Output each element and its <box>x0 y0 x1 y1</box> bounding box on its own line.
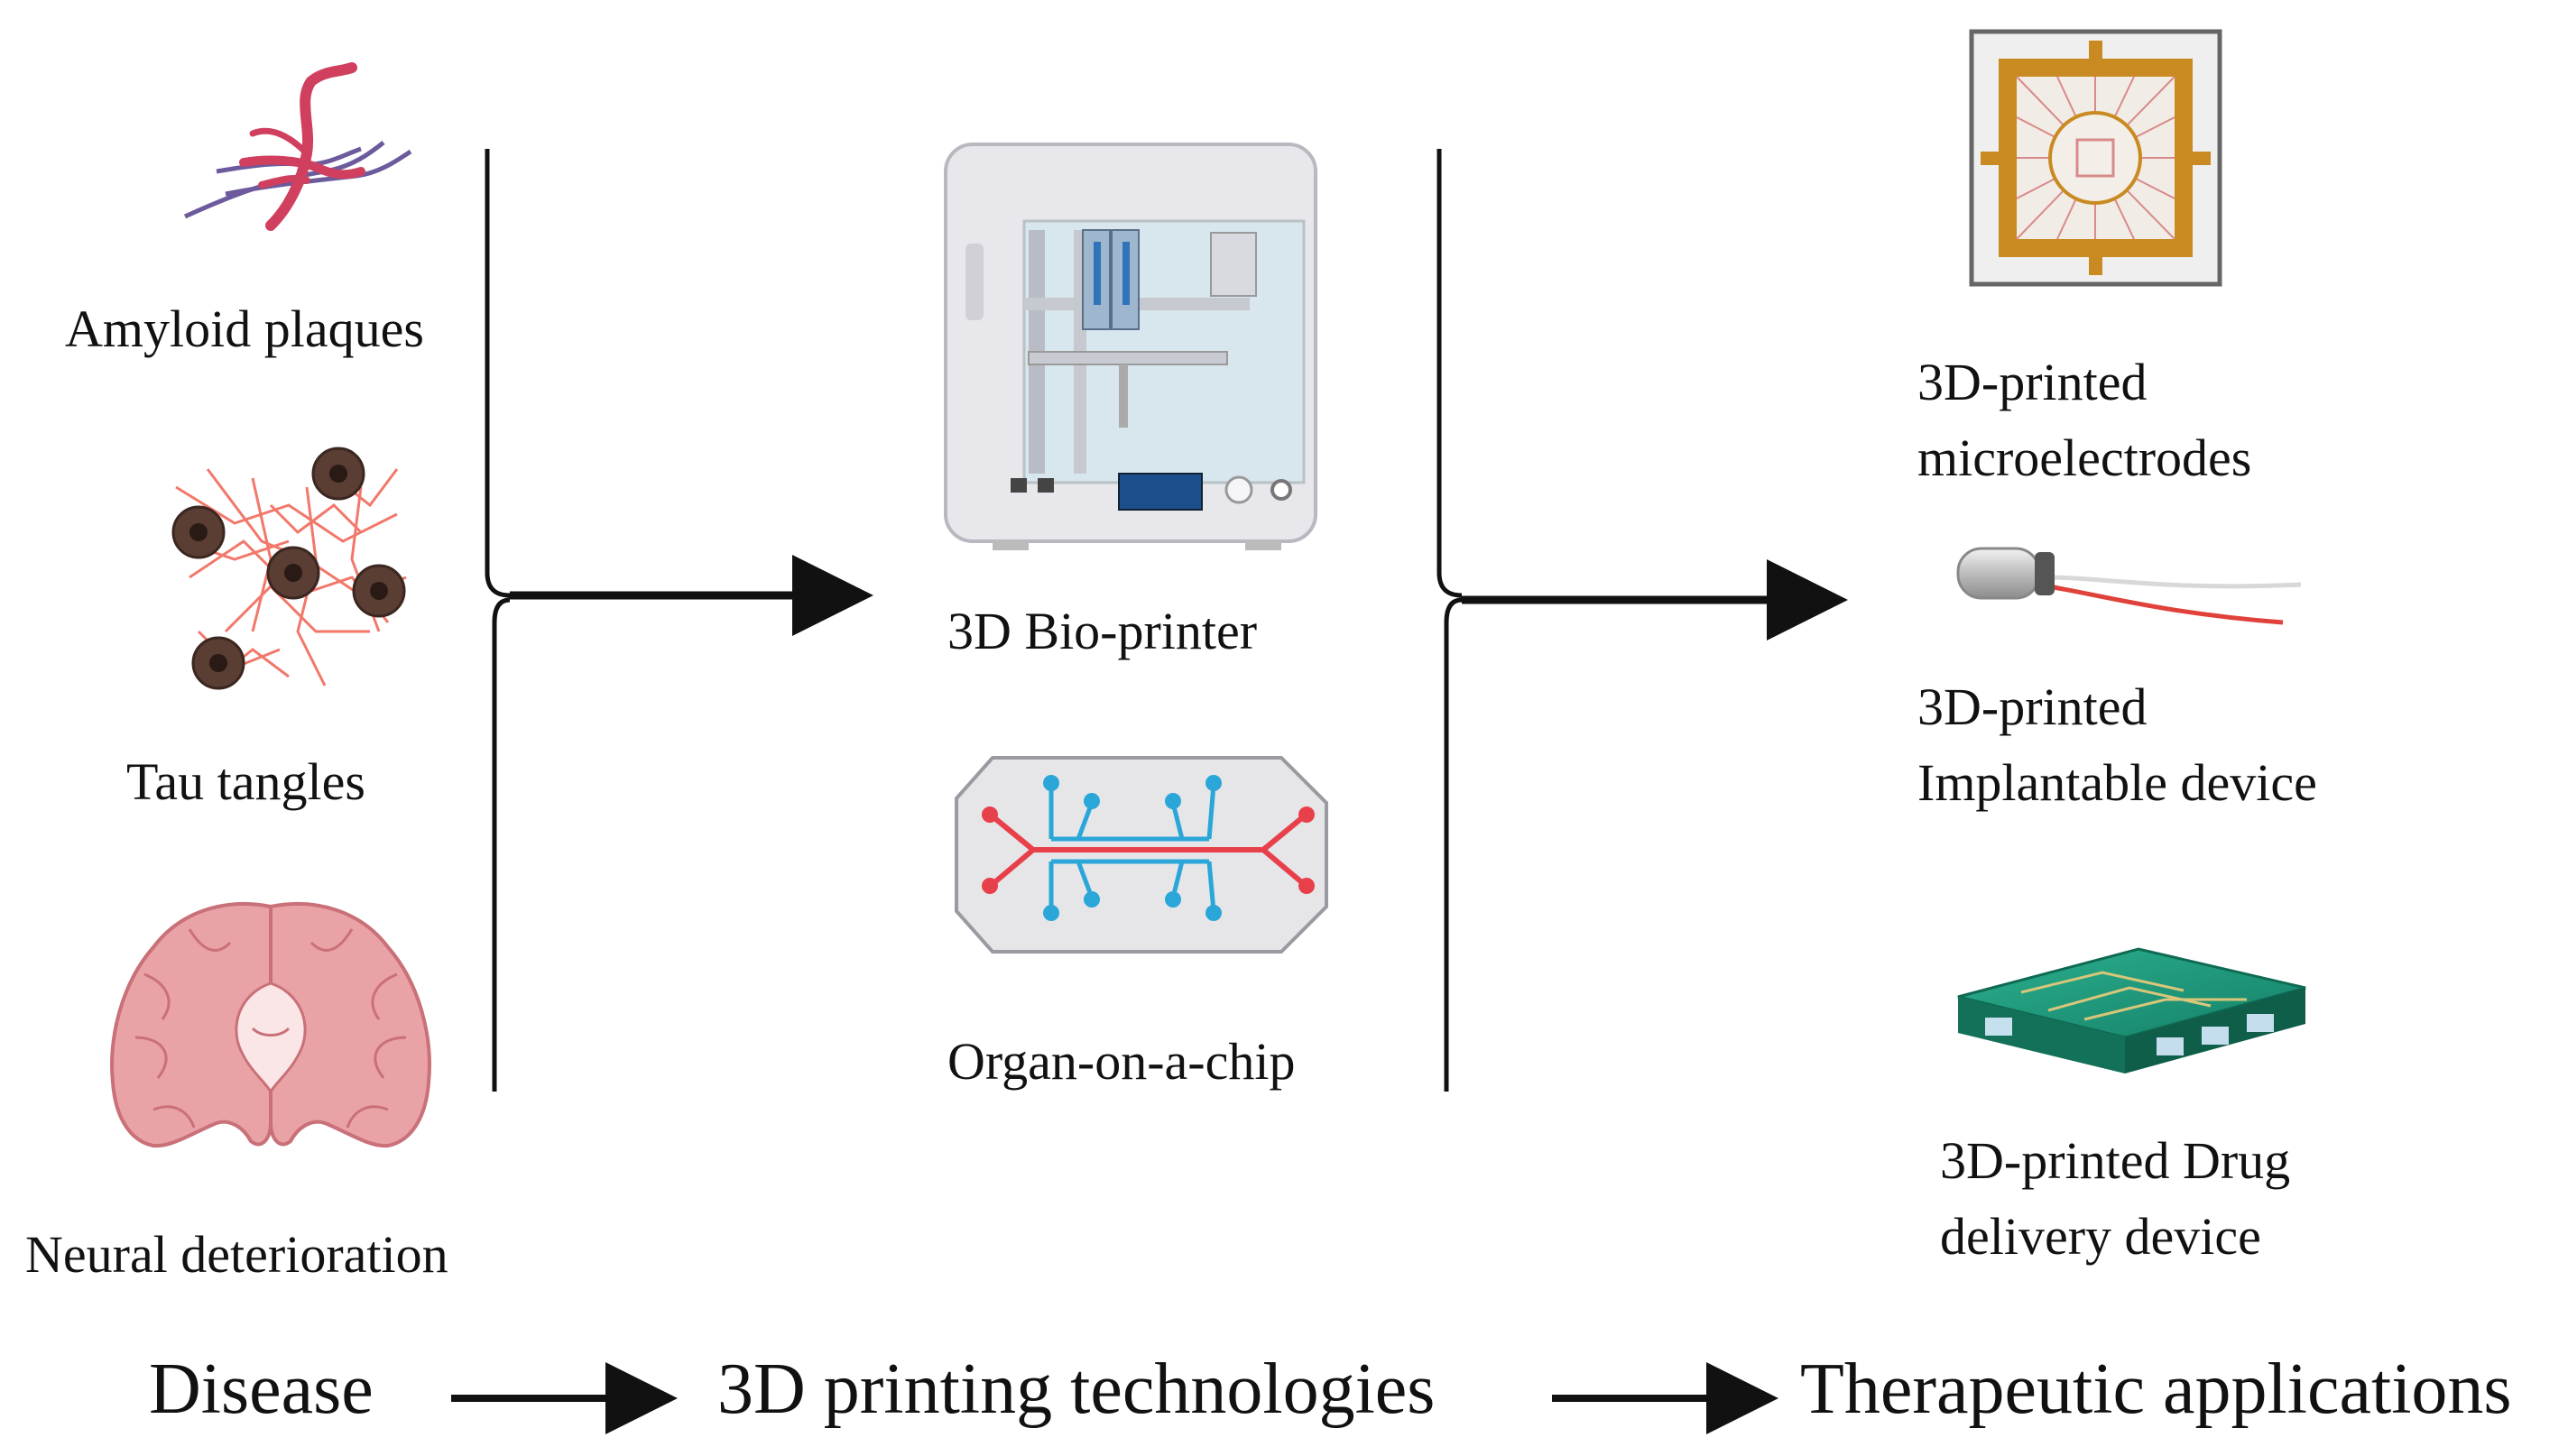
implantable-device-icon <box>1956 547 2302 625</box>
brain-section-icon <box>110 902 431 1148</box>
technologies-bracket <box>1436 149 1848 1092</box>
microelectrodes-label: 3D-printed microelectrodes <box>1917 345 2251 496</box>
drug-line-2: delivery device <box>1940 1207 2261 1267</box>
organ-on-chip-icon <box>955 756 1328 954</box>
amyloid-plaque-icon <box>183 62 412 231</box>
bioprinter-icon <box>944 143 1317 550</box>
bioprinter-label: 3D Bio-printer <box>947 602 1258 660</box>
neural-deterioration-label: Neural deterioration <box>25 1225 448 1284</box>
organ-on-chip-label: Organ-on-a-chip <box>947 1032 1296 1091</box>
footer-technologies: 3D printing technologies <box>717 1350 1436 1429</box>
drug-delivery-device-icon <box>1957 947 2306 1074</box>
implantable-device-label: 3D-printed Implantable device <box>1917 669 2317 821</box>
tau-tangles-label: Tau tangles <box>126 752 365 811</box>
drug-delivery-label: 3D-printed Drug delivery device <box>1940 1123 2290 1275</box>
microelectrode-chip-icon <box>1969 29 2222 287</box>
microelectrodes-line-1: 3D-printed <box>1917 353 2148 411</box>
drug-line-1: 3D-printed Drug <box>1940 1131 2291 1190</box>
amyloid-plaques-label: Amyloid plaques <box>65 299 424 358</box>
tau-tangles-icon <box>171 447 407 690</box>
disease-bracket <box>485 149 873 1092</box>
microelectrodes-line-2: microelectrodes <box>1917 429 2252 488</box>
footer-disease: Disease <box>149 1350 374 1429</box>
implant-line-1: 3D-printed <box>1917 677 2148 736</box>
implant-line-2: Implantable device <box>1917 753 2317 813</box>
footer-applications: Therapeutic applications <box>1800 1350 2512 1429</box>
